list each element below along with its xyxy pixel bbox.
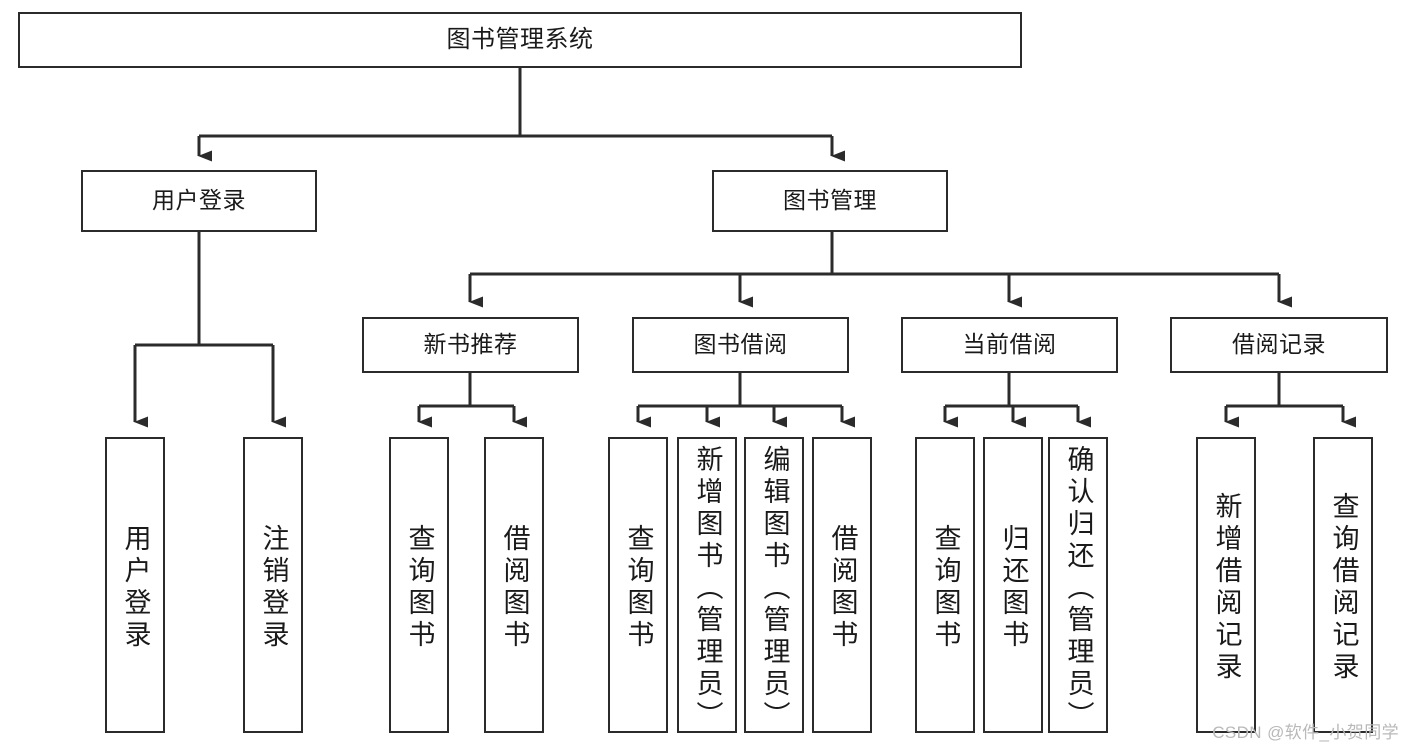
node-leaf-borrow-book-2-label: 借阅图书 bbox=[827, 524, 858, 652]
node-root-label: 图书管理系统 bbox=[446, 25, 594, 53]
node-leaf-query-book-2-label: 查询图书 bbox=[623, 524, 654, 652]
node-leaf-edit-book[interactable]: 编辑图书（管理员） bbox=[744, 437, 804, 733]
node-leaf-query-book-2[interactable]: 查询图书 bbox=[608, 437, 668, 733]
node-leaf-add-record[interactable]: 新增借阅记录 bbox=[1196, 437, 1256, 733]
node-current-borrow[interactable]: 当前借阅 bbox=[901, 317, 1118, 373]
node-user-login[interactable]: 用户登录 bbox=[81, 170, 317, 232]
node-leaf-query-book-3-label: 查询图书 bbox=[930, 524, 961, 652]
node-leaf-confirm-return-label: 确认归还（管理员） bbox=[1063, 445, 1094, 733]
node-leaf-logout-label: 注销登录 bbox=[258, 524, 289, 652]
node-book-manage[interactable]: 图书管理 bbox=[712, 170, 948, 232]
node-leaf-user-login[interactable]: 用户登录 bbox=[105, 437, 165, 733]
node-leaf-user-login-label: 用户登录 bbox=[120, 524, 151, 652]
node-user-login-label: 用户登录 bbox=[152, 187, 246, 214]
node-leaf-query-record-label: 查询借阅记录 bbox=[1328, 492, 1359, 684]
node-leaf-borrow-book-1[interactable]: 借阅图书 bbox=[484, 437, 544, 733]
node-leaf-add-record-label: 新增借阅记录 bbox=[1211, 492, 1242, 684]
node-borrow-record-label: 借阅记录 bbox=[1232, 331, 1326, 358]
csdn-watermark: CSDN @软件_小贺同学 bbox=[1212, 723, 1399, 742]
node-leaf-logout[interactable]: 注销登录 bbox=[243, 437, 303, 733]
node-leaf-confirm-return[interactable]: 确认归还（管理员） bbox=[1048, 437, 1108, 733]
node-new-book-recommend-label: 新书推荐 bbox=[423, 331, 518, 358]
node-leaf-query-record[interactable]: 查询借阅记录 bbox=[1313, 437, 1373, 733]
node-book-borrow[interactable]: 图书借阅 bbox=[632, 317, 849, 373]
node-leaf-add-book-label: 新增图书（管理员） bbox=[692, 445, 723, 733]
node-leaf-borrow-book-2[interactable]: 借阅图书 bbox=[812, 437, 872, 733]
node-current-borrow-label: 当前借阅 bbox=[962, 331, 1057, 358]
node-root[interactable]: 图书管理系统 bbox=[18, 12, 1022, 68]
node-new-book-recommend[interactable]: 新书推荐 bbox=[362, 317, 579, 373]
node-book-manage-label: 图书管理 bbox=[783, 187, 877, 214]
node-leaf-query-book-1-label: 查询图书 bbox=[404, 524, 435, 652]
node-leaf-add-book[interactable]: 新增图书（管理员） bbox=[677, 437, 737, 733]
node-leaf-query-book-1[interactable]: 查询图书 bbox=[389, 437, 449, 733]
node-leaf-query-book-3[interactable]: 查询图书 bbox=[915, 437, 975, 733]
node-book-borrow-label: 图书借阅 bbox=[693, 331, 788, 358]
node-leaf-return-book-label: 归还图书 bbox=[998, 524, 1029, 652]
node-leaf-edit-book-label: 编辑图书（管理员） bbox=[759, 445, 790, 733]
node-borrow-record[interactable]: 借阅记录 bbox=[1170, 317, 1388, 373]
node-leaf-return-book[interactable]: 归还图书 bbox=[983, 437, 1043, 733]
node-leaf-borrow-book-1-label: 借阅图书 bbox=[499, 524, 530, 652]
